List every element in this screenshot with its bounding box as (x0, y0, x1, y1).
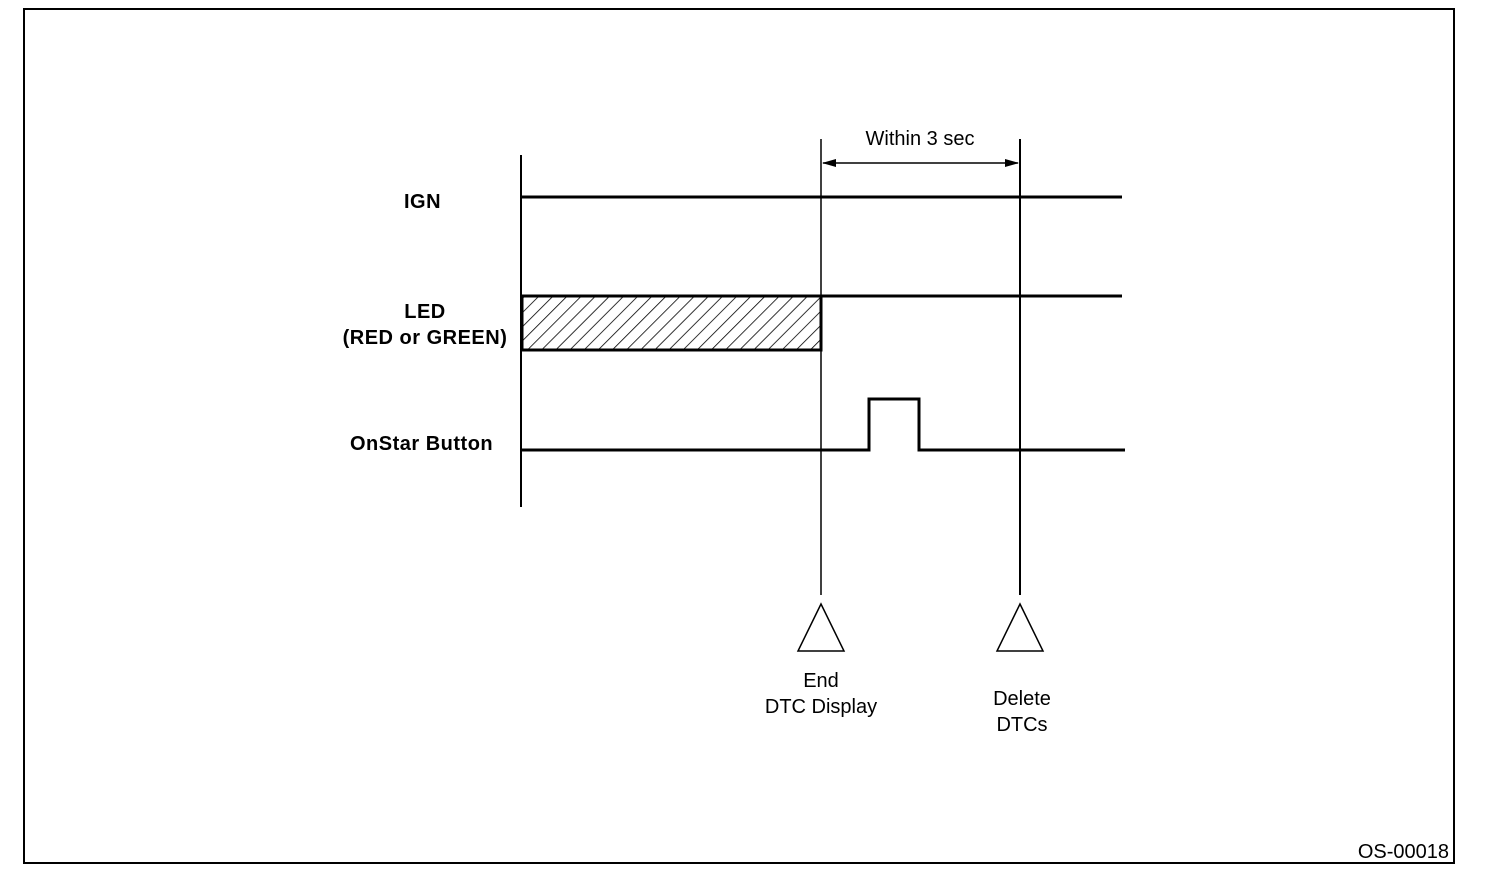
ign-label: IGN (404, 191, 442, 213)
end-caption-line2: DTC Display (764, 696, 878, 718)
figure-id: OS-00018 (1357, 841, 1449, 863)
delete-caption-line2: DTCs (996, 714, 1048, 736)
end-dtc-display-triangle-icon (796, 602, 846, 652)
diagram-frame (23, 8, 1455, 864)
delete-dtcs-caption: Delete DTCs (922, 686, 1122, 738)
led-hatched-region (520, 294, 823, 352)
led-label-line2: (RED or GREEN) (342, 327, 508, 349)
interval-label: Within 3 sec (865, 128, 975, 150)
led-label-line1: LED (404, 301, 446, 323)
interval-arrowhead-left (822, 159, 836, 167)
interval-arrowhead-right (1005, 159, 1019, 167)
end-caption-line1: End (803, 670, 839, 692)
delete-caption-line1: Delete (993, 688, 1051, 710)
onstar-button-signal (521, 397, 1125, 452)
end-dtc-display-caption: End DTC Display (721, 668, 921, 720)
led-label: LED (RED or GREEN) (330, 299, 520, 351)
delete-dtcs-triangle-icon (995, 602, 1045, 652)
onstar-button-label: OnStar Button (350, 433, 494, 455)
